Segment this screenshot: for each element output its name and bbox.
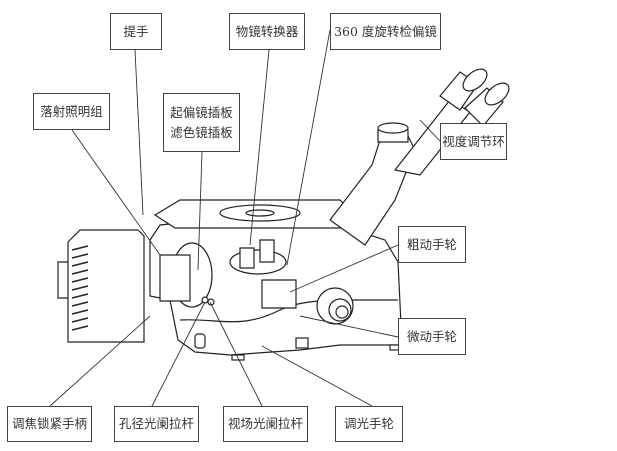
leader-analyzer: [286, 29, 331, 266]
label-analyzer: 360 度旋转检偏镜: [330, 13, 441, 50]
label-fine-knob: 微动手轮: [398, 318, 466, 355]
label-text: 调光手轮: [343, 416, 394, 431]
leader-focus-lock: [49, 315, 151, 407]
label-text: 360 度旋转检偏镜: [334, 23, 437, 39]
label-text: 粗动手轮: [406, 236, 457, 252]
label-text: 起偏镜插板: [170, 104, 233, 120]
label-text: 微动手轮: [406, 328, 457, 344]
label-text: 滤色镜插板: [170, 124, 233, 140]
label-diopter-ring: 视度调节环: [440, 123, 507, 160]
label-text: 提手: [123, 23, 149, 39]
label-epi-illuminator: 落射照明组: [33, 93, 110, 130]
label-text: 调焦锁紧手柄: [11, 416, 87, 431]
leader-field: [209, 301, 263, 407]
lamp-house: [67, 229, 145, 343]
label-text: 落射照明组: [40, 103, 103, 119]
leader-brightness: [261, 345, 373, 407]
label-text: 孔径光阑拉杆: [118, 416, 194, 431]
label-text: 视度调节环: [442, 133, 505, 149]
label-coarse-knob: 粗动手轮: [398, 226, 466, 263]
label-handle: 提手: [110, 13, 162, 50]
leader-lines: [49, 29, 442, 407]
label-text: 视场光阑拉杆: [227, 416, 303, 431]
leader-handle: [134, 49, 144, 216]
viewing-head: [329, 129, 416, 246]
leader-aperture: [151, 301, 206, 407]
label-brightness-knob: 调光手轮: [335, 406, 403, 442]
leader-slot: [197, 151, 203, 271]
leader-fine: [299, 315, 399, 338]
label-nosepiece: 物镜转换器: [229, 13, 305, 50]
label-focus-lock: 调焦锁紧手柄: [7, 406, 92, 442]
label-text: 物镜转换器: [235, 23, 299, 39]
label-aperture-lever: 孔径光阑拉杆: [114, 406, 199, 442]
leader-coarse: [289, 244, 399, 293]
leader-nosepiece: [249, 49, 270, 246]
leader-epi: [71, 129, 161, 256]
label-field-lever: 视场光阑拉杆: [223, 406, 308, 442]
leader-diopter: [419, 119, 442, 143]
label-polarizer-filter-slot: 起偏镜插板滤色镜插板: [163, 93, 240, 152]
